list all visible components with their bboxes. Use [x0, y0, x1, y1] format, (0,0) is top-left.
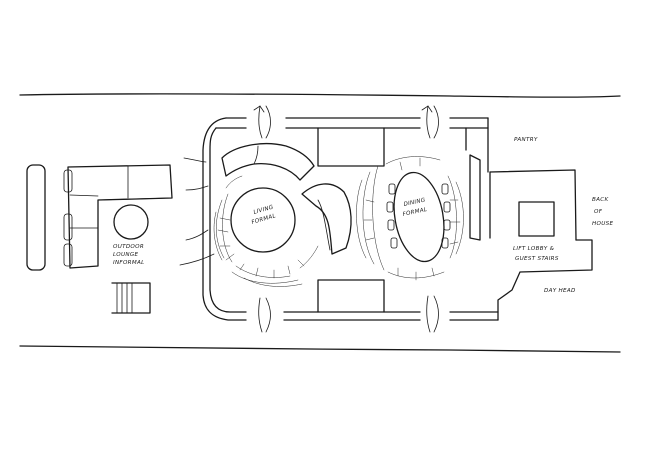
deck-edge-lines	[19, 93, 621, 353]
outdoor-lounge-label-2: LOUNGE	[113, 252, 138, 258]
dining-chair	[390, 237, 398, 249]
outdoor-lounge-label-1: OUTDOOR	[113, 244, 144, 250]
dining-formal-area: DINING FORMAL	[356, 156, 464, 281]
living-round-table	[230, 187, 296, 253]
dining-chair	[443, 201, 451, 213]
living-curved-sofa	[221, 143, 315, 181]
dining-chair	[387, 219, 395, 231]
dining-oval-table	[393, 171, 445, 263]
pantry-label: PANTRY	[514, 137, 538, 143]
dining-chair	[386, 201, 394, 213]
interior-outline	[202, 117, 593, 321]
outdoor-bench	[26, 164, 46, 271]
l-shaped-sofa	[63, 164, 173, 269]
dining-formal-label-1: DINING	[403, 197, 426, 208]
dining-chair	[441, 237, 449, 249]
outdoor-round-table	[113, 204, 149, 240]
back-of-house-label-3: HOUSE	[592, 221, 613, 227]
door-swings	[253, 105, 439, 333]
service-area-labels: PANTRY BACK OF HOUSE LIFT LOBBY & GUEST …	[513, 137, 613, 294]
lift-lobby-label-1: LIFT LOBBY &	[513, 246, 555, 252]
living-side-sofa	[301, 183, 352, 255]
dining-formal-label-2: FORMAL	[402, 207, 428, 218]
lift-lobby-label-2: GUEST STAIRS	[515, 256, 559, 262]
back-of-house-label-2: OF	[594, 209, 603, 215]
dining-chair	[441, 183, 449, 195]
pointer-arrows	[179, 157, 215, 266]
outdoor-lounge: OUTDOOR LOUNGE INFORMAL	[26, 164, 173, 314]
dining-chair	[388, 183, 396, 195]
living-formal-area: LIVING FORMAL	[213, 143, 352, 287]
lift-shaft	[518, 201, 555, 237]
outdoor-stairs	[111, 282, 151, 314]
living-formal-label-1: LIVING	[253, 204, 275, 216]
outdoor-lounge-label-3: INFORMAL	[113, 260, 145, 266]
day-head-label: DAY HEAD	[544, 288, 576, 294]
back-of-house-label-1: BACK	[592, 197, 609, 203]
dining-chair	[443, 219, 451, 231]
